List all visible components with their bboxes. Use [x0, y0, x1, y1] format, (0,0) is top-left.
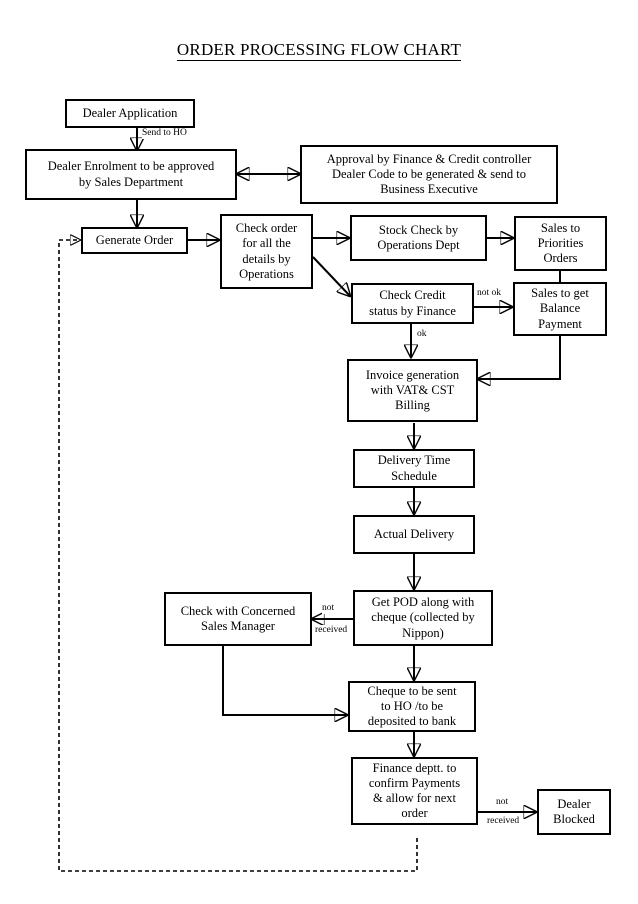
- node-check-order-line3: details by: [242, 251, 291, 266]
- node-delivery-line2: Schedule: [391, 468, 437, 483]
- node-approval-line2: Dealer Code to be generated & send to: [331, 166, 527, 181]
- page-title: ORDER PROCESSING FLOW CHART: [0, 40, 638, 61]
- node-stock-check-line1: Stock Check by: [378, 222, 459, 237]
- node-check-sm-line2: Sales Manager: [201, 619, 275, 633]
- node-sales-priorities-orders[interactable]: Sales to Priorities Orders: [514, 216, 607, 271]
- edge-label-finance-received-text: received: [487, 816, 520, 826]
- node-check-order-line2: for all the: [242, 236, 291, 251]
- edge-label-ok: ok: [417, 329, 427, 340]
- node-dealer-enrolment-line2: by Sales Department: [78, 174, 184, 189]
- edge-label-send-to-ho-text: Send to HO: [142, 128, 187, 138]
- node-approval-line3: Business Executive: [380, 182, 478, 197]
- node-sales-get-balance-payment[interactable]: Sales to get Balance Payment: [513, 282, 607, 336]
- node-invoice-line2: with VAT& CST: [370, 382, 455, 397]
- node-check-credit-line1: Check Credit: [379, 288, 446, 303]
- node-finance-confirm-payments[interactable]: Finance deptt. to confirm Payments & all…: [351, 757, 478, 825]
- node-finance-line3: & allow for next: [373, 791, 456, 805]
- node-check-credit-status[interactable]: Check Credit status by Finance: [351, 283, 474, 324]
- node-dealer-enrolment-line1: Dealer Enrolment to be approved: [47, 159, 215, 174]
- node-pod-line2: cheque (collected by: [371, 610, 475, 625]
- node-cheque-to-ho[interactable]: Cheque to be sent to HO /to be deposited…: [348, 681, 476, 732]
- node-cheque-line1: Cheque to be sent: [367, 683, 457, 698]
- node-check-with-sales-manager[interactable]: Check with Concerned Sales Manager: [164, 592, 312, 646]
- node-get-pod[interactable]: Get POD along with cheque (collected by …: [353, 590, 493, 646]
- edge-label-not-ok-text: not ok: [477, 288, 502, 298]
- node-sales-priorities-line3: Orders: [543, 251, 578, 266]
- node-dealer-enrolment[interactable]: Dealer Enrolment to be approved by Sales…: [25, 149, 237, 200]
- node-actual-delivery-label: Actual Delivery: [373, 526, 455, 541]
- node-cheque-line2: to HO /to be: [380, 698, 444, 713]
- node-sales-balance-line2: Balance: [539, 301, 581, 316]
- edge-label-pod-received: received: [315, 625, 348, 636]
- edge-label-finance-received: received: [487, 816, 520, 827]
- node-finance-line4: order: [401, 806, 428, 821]
- node-invoice-generation[interactable]: Invoice generation with VAT& CST Billing: [347, 359, 478, 422]
- node-approval-line1: Approval by Finance & Credit controller: [326, 151, 532, 166]
- node-finance-line1: Finance deptt. to: [372, 760, 457, 775]
- node-pod-line1: Get POD along with: [371, 595, 475, 610]
- node-generate-order-label: Generate Order: [95, 232, 174, 247]
- node-delivery-line1: Delivery Time: [377, 453, 451, 468]
- node-delivery-time-schedule[interactable]: Delivery Time Schedule: [353, 449, 475, 488]
- edge-label-pod-not-text: not: [322, 603, 335, 613]
- node-generate-order[interactable]: Generate Order: [81, 227, 188, 254]
- edge-label-not-ok: not ok: [477, 288, 502, 299]
- edge-label-finance-not-text: not: [496, 797, 509, 807]
- edge-label-pod-not: not: [322, 603, 335, 614]
- edge-label-send-to-ho: Send to HO: [142, 128, 187, 139]
- edge-label-pod-received-text: received: [315, 625, 348, 635]
- node-finance-line2: confirm Payments: [368, 775, 461, 790]
- node-dealer-blocked-line1: Dealer: [557, 796, 591, 811]
- edge-sales-manager-to-cheque: [222, 646, 347, 715]
- edge-check-order-to-check-credit: [312, 256, 350, 296]
- node-check-sm-line1: Check with Concerned: [180, 603, 296, 618]
- node-approval-finance-credit[interactable]: Approval by Finance & Credit controller …: [300, 145, 558, 204]
- node-pod-line3: Nippon): [402, 625, 444, 640]
- node-stock-check-line2: Operations Dept: [377, 238, 460, 252]
- node-check-order-line1: Check order: [235, 221, 298, 235]
- node-sales-priorities-line1: Sales to: [540, 220, 581, 235]
- edge-sales-balance-to-invoice: [478, 335, 561, 379]
- edge-label-ok-text: ok: [417, 329, 427, 339]
- edge-label-finance-not: not: [496, 797, 509, 808]
- node-invoice-line1: Invoice generation: [365, 367, 460, 382]
- node-cheque-line3: deposited to bank: [367, 714, 457, 729]
- node-sales-balance-line3: Payment: [538, 316, 582, 331]
- node-sales-balance-line1: Sales to get: [531, 286, 589, 301]
- node-check-credit-line2: status by Finance: [369, 303, 456, 318]
- edge-finance-feedback-to-generate-order: [58, 240, 418, 872]
- node-actual-delivery[interactable]: Actual Delivery: [353, 515, 475, 554]
- node-dealer-blocked[interactable]: Dealer Blocked: [537, 789, 611, 835]
- page-title-text: ORDER PROCESSING FLOW CHART: [176, 40, 462, 61]
- node-stock-check[interactable]: Stock Check by Operations Dept: [350, 215, 487, 261]
- node-dealer-application[interactable]: Dealer Application: [65, 99, 195, 128]
- node-sales-priorities-line2: Priorities: [537, 235, 584, 250]
- node-check-order[interactable]: Check order for all the details by Opera…: [220, 214, 313, 289]
- node-dealer-application-label: Dealer Application: [82, 105, 178, 120]
- node-check-order-line4: Operations: [239, 266, 294, 281]
- node-dealer-blocked-line2: Blocked: [553, 812, 595, 826]
- node-invoice-line3: Billing: [395, 398, 430, 413]
